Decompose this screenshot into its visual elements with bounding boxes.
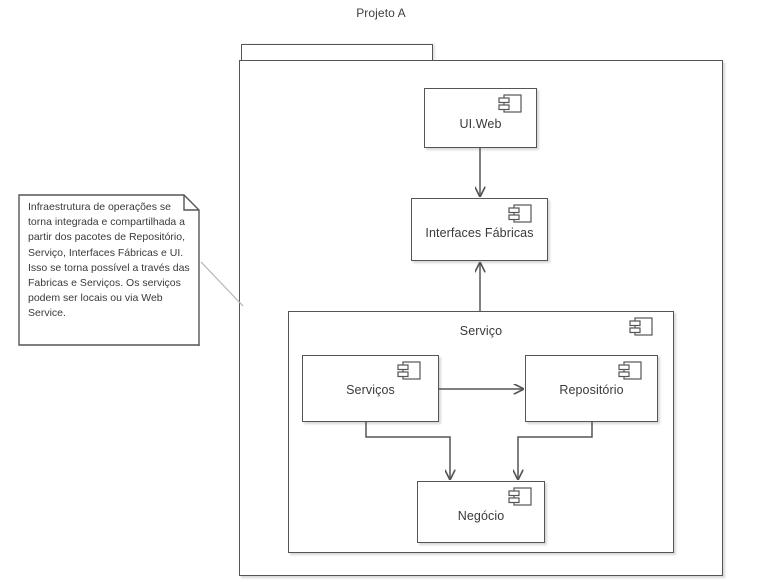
uml-component-icon [508, 487, 532, 506]
uml-component-icon [498, 94, 522, 113]
connector-note-anchor [200, 261, 244, 307]
component-ui-web-label: UI.Web [459, 117, 502, 131]
note-text: Infraestrutura de operações se torna int… [28, 201, 193, 320]
component-repositorio-label: Repositório [559, 383, 624, 397]
servico-package-label: Serviço [459, 324, 503, 338]
outer-package-tab [241, 44, 433, 61]
component-servicos-label: Serviços [346, 383, 395, 397]
uml-component-icon [629, 317, 653, 336]
uml-component-icon [397, 361, 421, 380]
page-title: Projeto A [356, 6, 406, 20]
component-interfaces-fabricas-label: Interfaces Fábricas [425, 226, 534, 240]
note-shape[interactable] [18, 194, 200, 346]
component-negocio-label: Negócio [457, 509, 505, 523]
uml-component-icon [618, 361, 642, 380]
uml-component-icon [508, 204, 532, 223]
